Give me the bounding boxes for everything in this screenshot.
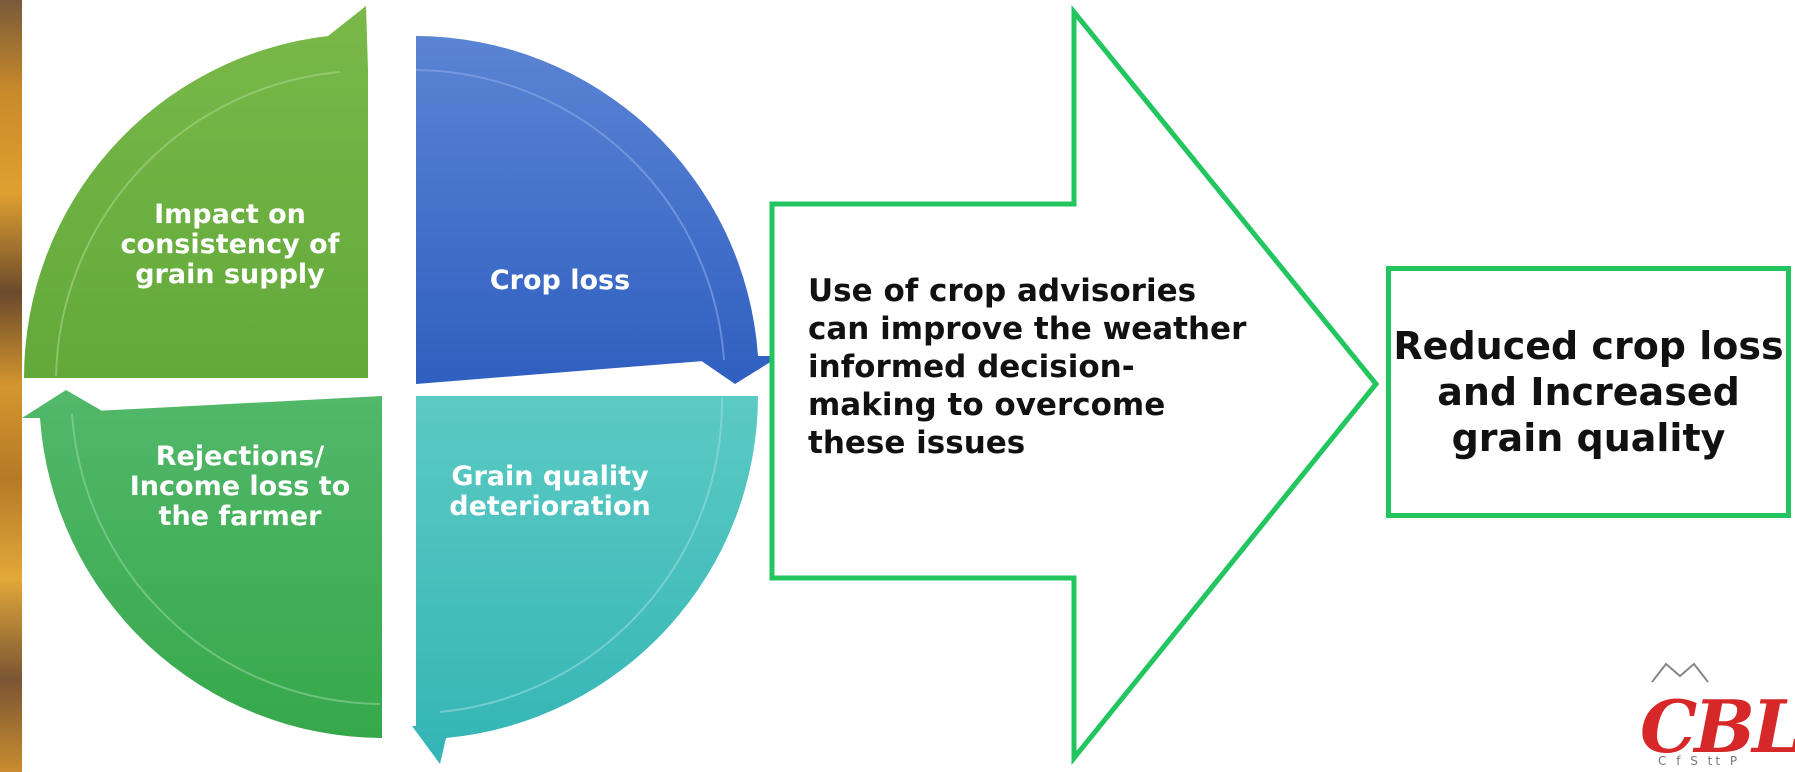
arrow-crop-loss	[415, 69, 725, 361]
result-box: Reduced crop loss and Increased grain qu…	[1386, 266, 1791, 518]
logo-text: CBL	[1640, 684, 1795, 769]
quadrant-impact	[23, 6, 368, 378]
logo-subtext: C f S tt P	[1658, 754, 1741, 768]
quadrant-crop-loss	[416, 36, 780, 384]
label-rejections: Rejections/ Income loss to the farmer	[129, 441, 351, 532]
arrow-impact	[55, 71, 341, 377]
arrow-rejections	[71, 413, 381, 705]
quadrant-grain-quality	[412, 396, 758, 764]
label-impact: Impact on consistency of grain supply	[120, 199, 340, 290]
label-grain-quality: Grain quality deterioration	[449, 461, 651, 522]
logo-crown	[1651, 662, 1709, 683]
label-crop-loss: Crop loss	[489, 265, 631, 296]
logo: CBL C f S tt P	[1640, 650, 1795, 772]
result-text: Reduced crop loss and Increased grain qu…	[1393, 324, 1784, 460]
big-arrow	[769, 4, 1380, 766]
corn-photo-edge	[0, 0, 22, 772]
arrow-grain-quality	[439, 397, 724, 713]
advisory-text: Use of crop advisories can improve the w…	[808, 273, 1247, 461]
quadrant-rejections	[22, 390, 382, 738]
